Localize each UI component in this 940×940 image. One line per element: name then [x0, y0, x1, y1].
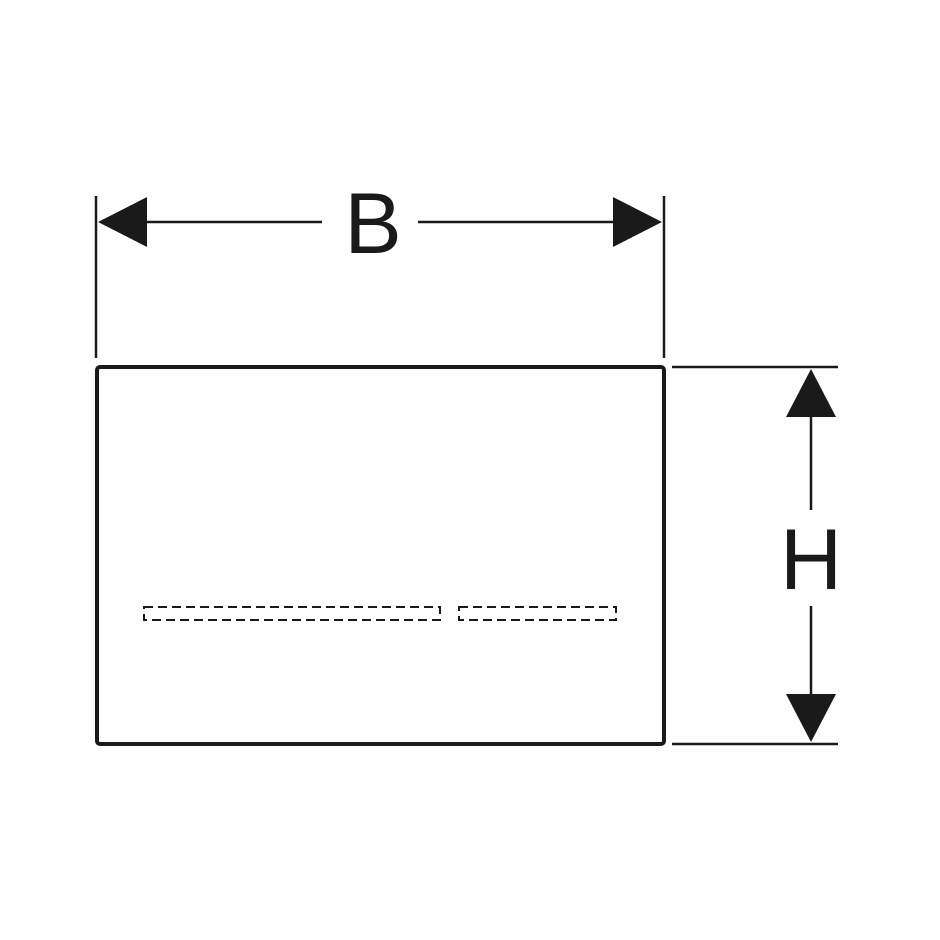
dashed-slot-left	[143, 606, 441, 621]
width-label: B	[344, 176, 401, 272]
width-arrow-left-icon	[98, 197, 147, 247]
plate-outline	[95, 365, 666, 746]
width-arrow-right-icon	[613, 197, 662, 247]
dashed-slot-right	[458, 606, 617, 621]
height-label: H	[780, 512, 842, 608]
height-arrow-up-icon	[786, 369, 836, 417]
height-arrow-down-icon	[786, 694, 836, 742]
